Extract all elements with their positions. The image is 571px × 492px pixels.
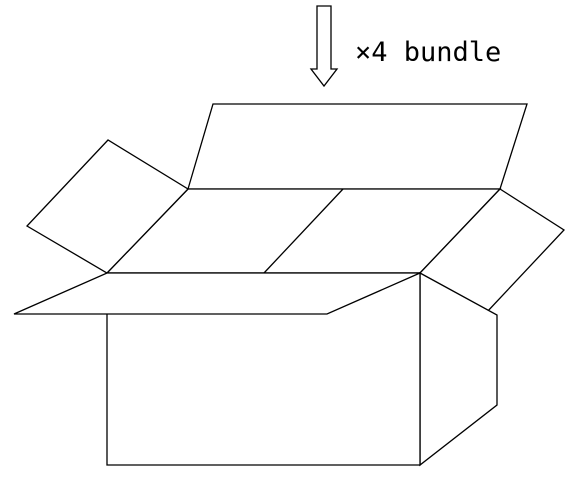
back-flap [187,103,528,190]
left-side-flap [25,139,190,274]
bundle-quantity-label: ×4 bundle [355,37,501,68]
front-flap [13,272,421,315]
down-arrow-icon [309,5,339,88]
inner-crease-line [263,188,344,274]
